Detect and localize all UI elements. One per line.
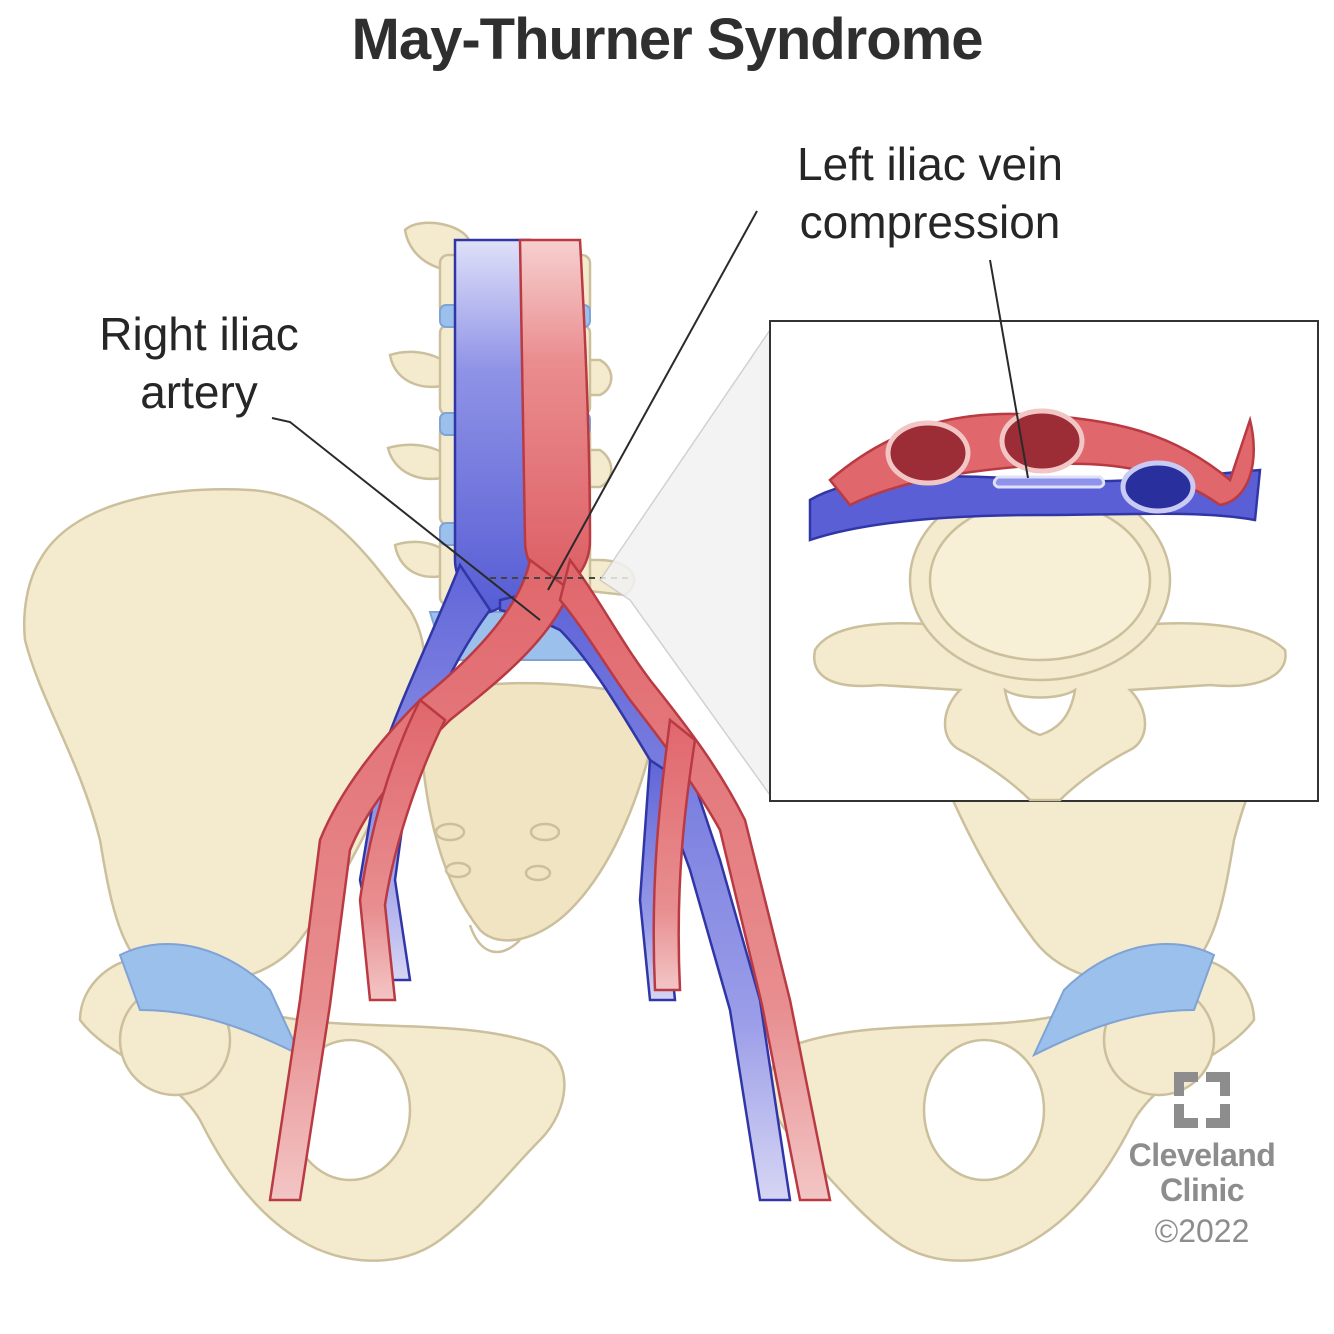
credit-year: ©2022	[1112, 1213, 1292, 1250]
aorta	[520, 240, 590, 590]
label-line-2: compression	[765, 194, 1095, 252]
inset-right-artery-lumen	[888, 423, 968, 483]
credit-org-line-1: Cleveland	[1112, 1138, 1292, 1173]
label-line-1: Left iliac vein	[765, 136, 1095, 194]
label-line-1: Right iliac	[74, 306, 324, 364]
left-obturator-foramen	[924, 1040, 1044, 1180]
credit-org-line-2: Clinic	[1112, 1173, 1292, 1208]
label-line-2: artery	[74, 364, 324, 422]
page-title: May-Thurner Syndrome	[0, 6, 1334, 73]
inset-compressed-vein	[994, 477, 1104, 487]
label-right-iliac-artery: Right iliac artery	[74, 306, 324, 421]
label-left-iliac-vein-compression: Left iliac vein compression	[765, 136, 1095, 251]
cleveland-clinic-logo-icon	[1174, 1072, 1230, 1128]
inset-left-artery-lumen	[1002, 411, 1082, 471]
sacrum	[420, 683, 660, 952]
cleveland-clinic-credit: Cleveland Clinic ©2022	[1112, 1072, 1292, 1250]
inset-right-vein-lumen	[1123, 463, 1193, 511]
